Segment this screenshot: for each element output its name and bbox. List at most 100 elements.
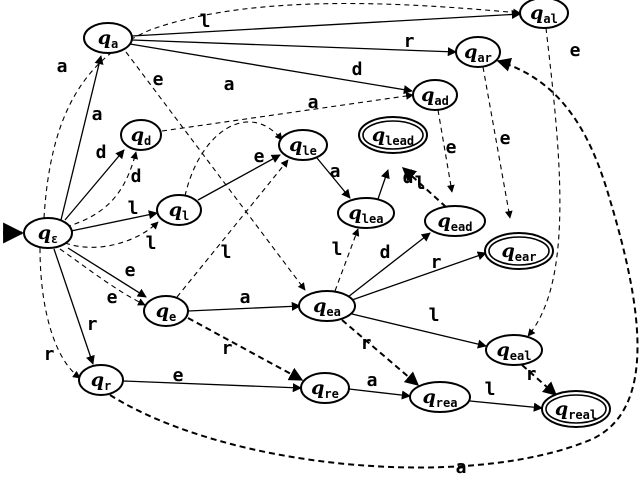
transition-l-le	[197, 154, 281, 201]
transition-a-ar	[131, 39, 457, 57]
state-real: qreal	[541, 390, 611, 428]
transitions-layer	[3, 2, 639, 469]
state-ead: qead	[424, 205, 486, 237]
transition-ea-ear	[351, 251, 487, 301]
transition-r-re	[122, 380, 302, 393]
transition-eps-d	[65, 151, 139, 228]
transition-eps-e	[67, 247, 147, 298]
transition-label: l	[332, 239, 343, 260]
transition-eps-l	[70, 210, 158, 232]
transition-le-lea	[316, 157, 351, 199]
transition-ea-eal	[351, 313, 487, 349]
transition-label: e	[125, 260, 136, 281]
transition-label: a	[308, 92, 319, 113]
transition-label: l	[221, 242, 232, 263]
transition-label: r	[87, 314, 98, 335]
state-ar: qar	[455, 36, 501, 68]
transition-eps-d	[64, 149, 125, 221]
transition-label: r	[361, 333, 372, 354]
transition-ea-ead	[347, 232, 431, 298]
transition-label: a	[57, 56, 68, 77]
state-label: qre	[311, 377, 339, 401]
transition-label: l	[146, 233, 157, 254]
transition-label: l	[415, 173, 426, 194]
transition-label: e	[153, 69, 164, 90]
transition-label: r	[404, 31, 415, 52]
state-label: qreal	[555, 398, 597, 422]
transition-a-al	[131, 9, 521, 37]
transition-label: a	[240, 287, 251, 308]
transition-e-re	[187, 317, 304, 381]
state-label: qar	[464, 41, 492, 65]
transition-label: e	[500, 128, 511, 149]
transition-label: d	[352, 59, 363, 80]
transition-label: r	[431, 252, 442, 273]
state-label: qa	[98, 27, 119, 51]
state-label: qlead	[372, 124, 414, 148]
state-d: qd	[120, 119, 162, 151]
state-ad: qad	[412, 79, 458, 111]
transition-l-le	[184, 121, 283, 197]
state-label: ql	[169, 199, 190, 223]
transition-e-ea	[187, 301, 301, 312]
transition-ea-lea	[334, 228, 360, 292]
transition-eps-a	[60, 55, 104, 221]
transition-label: l	[200, 11, 211, 32]
transition-label: e	[254, 146, 265, 167]
state-e: qe	[143, 295, 189, 327]
transition-d-ad	[161, 92, 414, 132]
transition-a-ea	[125, 51, 306, 291]
transition-eps-l	[64, 221, 159, 248]
transition-ea-rea	[341, 319, 420, 386]
transition-al-eal	[527, 27, 561, 337]
transition-r-ar	[109, 58, 639, 469]
transition-label: a	[92, 104, 103, 125]
state-lead: qlead	[358, 116, 428, 154]
state-l: ql	[156, 194, 202, 226]
transition-label: r	[526, 364, 537, 385]
state-label: qead	[438, 210, 473, 234]
transition-eps-r	[39, 247, 81, 379]
state-label: qd	[131, 124, 152, 148]
transition-label: d	[96, 142, 107, 163]
state-re: qre	[300, 372, 350, 404]
transition-label: l	[485, 379, 496, 400]
transition-label: a	[456, 457, 467, 478]
state-rea: qrea	[409, 381, 471, 413]
state-label: qeal	[497, 339, 532, 363]
transition-label: r	[44, 344, 55, 365]
state-label: qal	[530, 2, 558, 26]
transition-ad-ead	[437, 109, 455, 193]
transition-label: a	[367, 370, 378, 391]
transition-label: l	[429, 305, 440, 326]
state-al: qal	[519, 0, 569, 29]
state-le: qle	[278, 129, 328, 161]
transition-eps-r	[53, 248, 95, 365]
transition-label: d	[131, 166, 142, 187]
state-label: qear	[502, 240, 537, 264]
transition-label: e	[173, 365, 184, 386]
state-lea: qlea	[337, 197, 395, 229]
transition-eps-al	[43, 2, 521, 219]
state-label: qlea	[349, 202, 384, 226]
transition-lea-lead	[377, 169, 390, 200]
transition-eps-e	[59, 248, 146, 306]
state-ea: qea	[298, 290, 356, 322]
transition-label: d	[380, 242, 391, 263]
state-r: qr	[78, 364, 124, 396]
transition-label: a	[224, 74, 235, 95]
state-a: qa	[83, 22, 133, 54]
states-layer: qεqaqdqlqeqrqleqleaqleadqeadqeaqearqealq…	[23, 0, 611, 428]
transition-label: e	[107, 287, 118, 308]
transition-label: d	[403, 167, 414, 188]
transition-label: r	[222, 338, 233, 359]
state-label: qe	[156, 300, 177, 324]
transition-rea-real	[469, 400, 543, 412]
state-ear: qear	[484, 232, 554, 270]
transition-e-le	[176, 159, 289, 298]
state-label: qea	[313, 295, 341, 319]
transition-eal-real	[521, 364, 558, 396]
state-label: qrea	[423, 386, 458, 410]
